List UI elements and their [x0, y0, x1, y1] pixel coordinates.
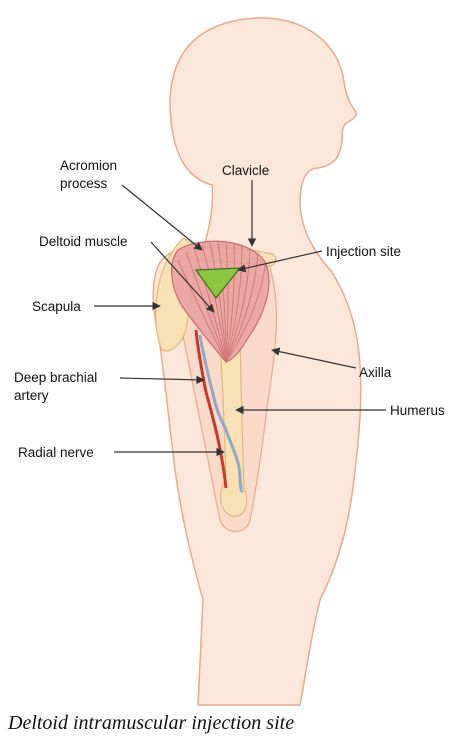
label-acromion-process: Acromion process	[60, 158, 121, 191]
label-deep-brachial-artery: Deep brachial artery	[14, 370, 101, 403]
label-axilla: Axilla	[359, 365, 392, 380]
figure-caption: Deltoid intramuscular injection site	[8, 712, 458, 735]
label-injection-site: Injection site	[326, 244, 401, 259]
label-scapula: Scapula	[32, 299, 81, 314]
label-clavicle: Clavicle	[222, 163, 269, 178]
label-deltoid-muscle: Deltoid muscle	[39, 234, 128, 249]
label-humerus: Humerus	[390, 403, 445, 418]
label-radial-nerve: Radial nerve	[18, 445, 94, 460]
